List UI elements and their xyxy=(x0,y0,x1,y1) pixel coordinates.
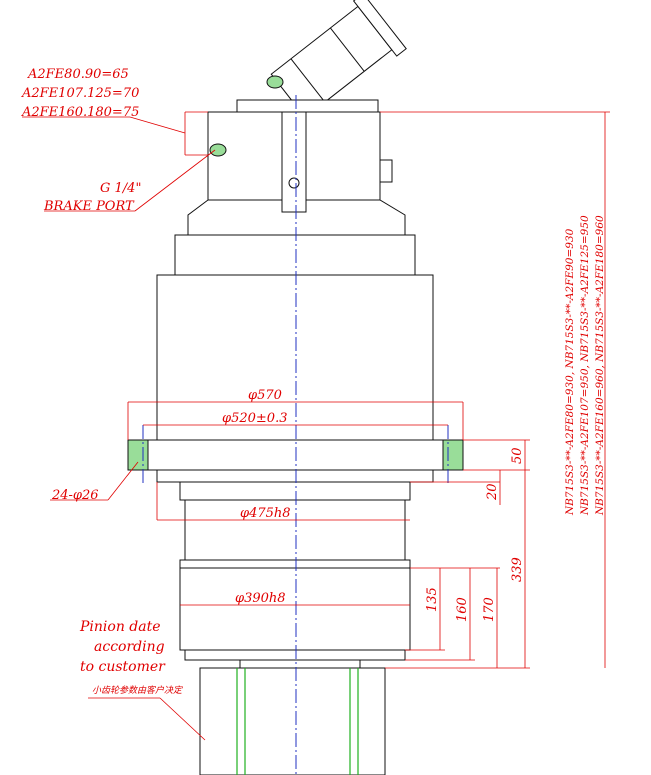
pinion-note-cn: 小齿轮参数由客户决定 xyxy=(92,685,183,696)
shaft-collar xyxy=(239,659,361,669)
pilot-475 xyxy=(184,499,406,561)
dim-520: φ520±0.3 xyxy=(222,411,287,426)
hydraulic-motor xyxy=(270,0,407,119)
bearing-housing-390 xyxy=(179,567,411,651)
dim-160: 160 xyxy=(455,597,470,622)
body-main xyxy=(156,274,434,441)
dim-339: 339 xyxy=(510,557,525,582)
pinion xyxy=(199,667,386,775)
length-note-1: NB715S3-**-A2FE80=930, NB715S3-**-A2FE90… xyxy=(564,228,576,516)
flange-lower xyxy=(156,469,434,483)
flange-note-3: A2FE160.180=75 xyxy=(21,105,139,120)
motor-port-hatch xyxy=(266,75,284,89)
pinion-note-3: to customer xyxy=(80,659,166,675)
holes-label: 24-φ26 xyxy=(51,488,99,503)
length-note-3: NB715S3-**-A2FE160=960, NB715S3-**-A2FE1… xyxy=(594,215,606,516)
pinion-note-1: Pinion date xyxy=(79,619,161,635)
flange-note-2: A2FE107.125=70 xyxy=(21,86,139,101)
dim-20: 20 xyxy=(485,483,500,501)
shoulder xyxy=(179,559,411,569)
brake-port-hatch xyxy=(209,143,227,157)
side-fitting xyxy=(379,159,393,183)
length-note-2: NB715S3-**-A2FE107=950, NB715S3-**-A2FE1… xyxy=(579,215,591,516)
brake-boss xyxy=(281,111,307,213)
brake-size: G 1/4" xyxy=(100,181,141,196)
dim-475: φ475h8 xyxy=(240,506,291,521)
body-upper xyxy=(174,234,416,276)
dim-390: φ390h8 xyxy=(235,591,286,606)
bottom-ring xyxy=(184,649,406,661)
flange-hole-right xyxy=(442,439,464,471)
brake-port-label: BRAKE PORT xyxy=(43,199,135,214)
dim-170: 170 xyxy=(482,597,497,622)
dimension-lines xyxy=(22,111,610,741)
flange-hole-left xyxy=(127,439,149,471)
dim-135: 135 xyxy=(425,587,440,612)
pinion-note-2: according xyxy=(94,639,165,655)
bolt-icon xyxy=(288,177,300,189)
neck xyxy=(179,481,411,501)
flange-note-1: A2FE80.90=65 xyxy=(27,67,129,82)
dim-50: 50 xyxy=(510,447,525,464)
dim-570: φ570 xyxy=(248,388,282,403)
top-plate xyxy=(236,99,379,113)
